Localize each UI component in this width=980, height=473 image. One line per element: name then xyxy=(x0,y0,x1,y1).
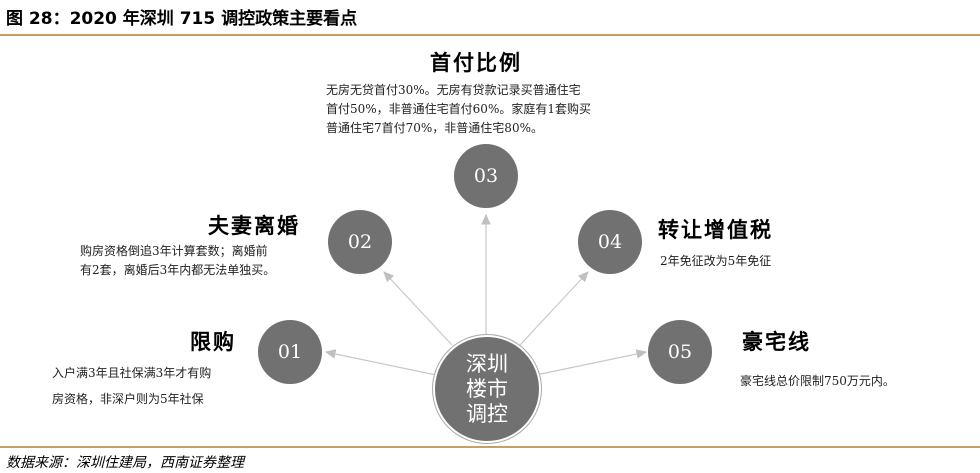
circle-04: 04 xyxy=(578,210,642,274)
desc-line: 房资格，非深户则为5年社保 xyxy=(52,392,204,406)
center-circle: 深圳 楼市 调控 xyxy=(433,335,541,443)
desc-line: 无房无贷首付30%。无房有贷款记录买普通住宅 xyxy=(326,83,581,97)
desc-line: 有2套，离婚后3年内都无法单独买。 xyxy=(80,263,276,277)
heading-02: 夫妻离婚 xyxy=(208,213,300,238)
desc-02: 购房资格倒追3年计算套数；离婚前 有2套，离婚后3年内都无法单独买。 xyxy=(80,242,275,280)
arrow-01 xyxy=(324,349,437,376)
center-line: 楼市 xyxy=(466,376,508,401)
desc-line: 入户满3年且社保满3年才有购 xyxy=(52,366,212,380)
bottom-rule xyxy=(0,446,980,448)
center-line: 深圳 xyxy=(466,351,508,376)
desc-line: 首付50%，非普通住宅首付60%。家庭有1套购买 xyxy=(326,102,591,116)
top-rule xyxy=(0,34,980,36)
desc-line: 普通住宅7首付70%，非普通住宅80%。 xyxy=(326,121,543,135)
arrow-05 xyxy=(535,349,648,376)
desc-04: 2年免征改为5年免征 xyxy=(660,252,771,271)
figure-title: 图 28：2020 年深圳 715 调控政策主要看点 xyxy=(6,9,358,29)
desc-05: 豪宅线总价限制750万元内。 xyxy=(740,372,895,391)
desc-line: 2年免征改为5年免征 xyxy=(660,254,772,268)
heading-03: 首付比例 xyxy=(430,50,522,75)
desc-03: 无房无贷首付30%。无房有贷款记录买普通住宅 首付50%，非普通住宅首付60%。… xyxy=(326,81,591,138)
arrow-04 xyxy=(519,271,589,346)
center-line: 调控 xyxy=(466,401,508,426)
circle-05: 05 xyxy=(648,320,712,384)
circle-03: 03 xyxy=(454,144,518,208)
desc-01: 入户满3年且社保满3年才有购 房资格，非深户则为5年社保 xyxy=(52,360,211,412)
arrow-02 xyxy=(383,271,453,346)
desc-line: 豪宅线总价限制750万元内。 xyxy=(740,374,895,388)
source-note: 数据来源：深圳住建局，西南证券整理 xyxy=(6,455,244,471)
heading-04: 转让增值税 xyxy=(658,217,773,242)
desc-line: 购房资格倒追3年计算套数；离婚前 xyxy=(80,244,268,258)
heading-01: 限购 xyxy=(190,329,236,354)
circle-01: 01 xyxy=(258,320,322,384)
circle-02: 02 xyxy=(328,210,392,274)
heading-05: 豪宅线 xyxy=(742,329,811,354)
